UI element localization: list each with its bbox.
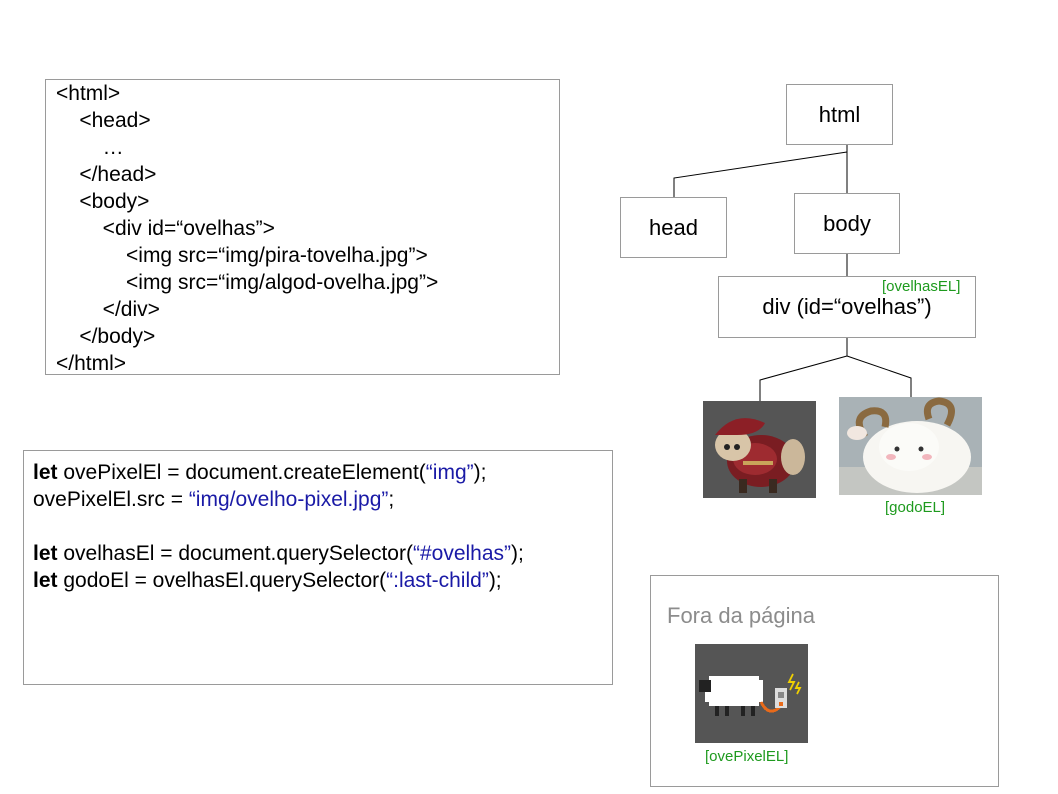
tree-node-head: head xyxy=(620,197,727,258)
js-code-line-2: ovePixelEl.src = “img/ovelho-pixel.jpg”; xyxy=(33,486,394,513)
string-literal: “img/ovelho-pixel.jpg” xyxy=(188,488,389,511)
code-text: ); xyxy=(473,461,487,484)
js-code-line-3: let ovelhasEl = document.querySelector(“… xyxy=(33,540,524,567)
html-code-line: <img src=“img/algod-ovelha.jpg”> xyxy=(56,271,439,294)
tree-node-html: html xyxy=(786,84,893,145)
string-literal: “:last-child” xyxy=(386,569,489,592)
connector-html-head xyxy=(673,151,848,198)
code-text: ; xyxy=(388,488,395,511)
ovepixel-variable-tag: [ovePixelEL] xyxy=(705,748,789,765)
html-code-line: </html> xyxy=(56,352,127,375)
connector-div-img1 xyxy=(759,355,848,402)
cotton-sheep-image xyxy=(839,397,982,495)
js-code-line-1: let ovePixelEl = document.createElement(… xyxy=(33,459,486,486)
keyword: let xyxy=(33,569,58,592)
offpage-title: Fora da página xyxy=(667,603,815,628)
offpage-panel: Fora da página [ovePixelEL] xyxy=(650,575,999,787)
html-code-line: <body> xyxy=(56,190,150,213)
html-code-line: </body> xyxy=(56,325,156,348)
html-code-line: </div> xyxy=(56,298,160,321)
code-text: ovelhasEl = document.querySelector( xyxy=(57,542,413,565)
godo-variable-tag: [godoEL] xyxy=(885,499,946,516)
string-literal: “#ovelhas” xyxy=(412,542,512,565)
div-variable-tag: [ovelhasEL] xyxy=(882,278,961,295)
code-text: ); xyxy=(488,569,502,592)
keyword: let xyxy=(33,461,58,484)
pirate-sheep-icon xyxy=(703,401,816,498)
html-code-line: <img src=“img/pira-tovelha.jpg”> xyxy=(56,244,428,267)
tree-node-body: body xyxy=(794,193,900,254)
html-code-line: <html> xyxy=(56,82,121,105)
code-text: godoEl = ovelhasEl.querySelector( xyxy=(57,569,387,592)
html-code-line: … xyxy=(56,136,124,159)
code-text: ); xyxy=(511,542,524,565)
js-code-line-4: let godoEl = ovelhasEl.querySelector(“:l… xyxy=(33,567,502,594)
code-text: ovePixelEl.src = xyxy=(33,488,189,511)
cotton-sheep-icon xyxy=(839,397,982,495)
pirate-sheep-image xyxy=(703,401,816,498)
connector-div-img2 xyxy=(846,355,912,398)
js-code-panel: let ovePixelEl = document.createElement(… xyxy=(23,450,613,685)
html-code-line: <div id=“ovelhas”> xyxy=(56,217,275,240)
html-code-panel: <html> <head> … </head> <body> <div id=“… xyxy=(45,79,560,375)
string-literal: “img” xyxy=(425,461,474,484)
html-code-line: <head> xyxy=(56,109,151,132)
code-text: ovePixelEl = document.createElement( xyxy=(57,461,426,484)
html-code-line: </head> xyxy=(56,163,157,186)
keyword: let xyxy=(33,542,58,565)
pixel-sheep-icon xyxy=(695,644,808,743)
tree-node-div: div (id=“ovelhas”) xyxy=(718,276,976,338)
pixel-sheep-image xyxy=(695,644,808,743)
